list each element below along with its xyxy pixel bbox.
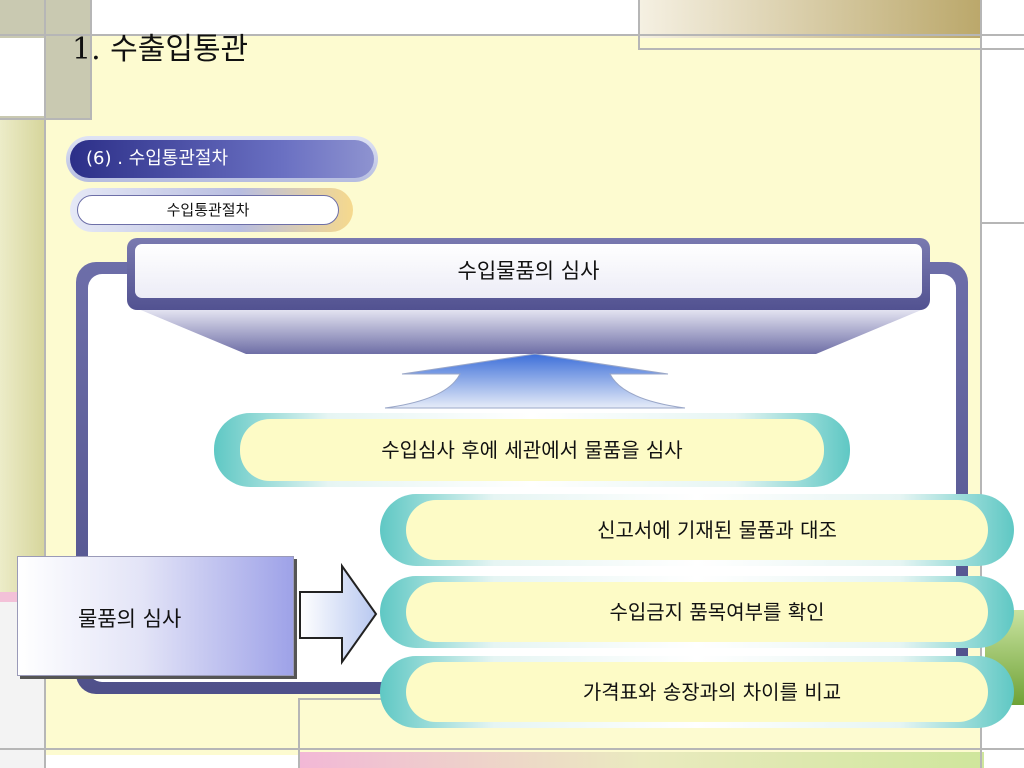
section-tab: (6) . 수입통관절차 [66,136,378,182]
step-pill: 수입심사 후에 세관에서 물품을 심사 [214,413,850,487]
side-label-box: 물품의 심사 [17,556,294,676]
corner-block-top-right [640,0,980,38]
grid-line [980,0,982,768]
diagram-header-box: 수입물품의 심사 [127,238,930,310]
grid-line [90,0,92,120]
grid-line [0,118,92,120]
subsection-tab: 수입통관절차 [70,188,353,232]
diagram-header-label: 수입물품의 심사 [135,244,922,298]
up-arrow-icon [384,353,686,409]
step-pill-label: 수입심사 후에 세관에서 물품을 심사 [240,419,824,481]
check-item-label: 가격표와 송장과의 차이를 비교 [406,662,988,722]
grid-line [0,748,1024,750]
funnel-shape [136,308,926,354]
section-tab-label: (6) . 수입통관절차 [70,140,374,178]
grid-line [44,0,46,768]
grid-line [640,48,1024,50]
bottom-gradient-strip [300,752,984,768]
grid-line [298,698,300,768]
check-item-pill: 신고서에 기재된 물품과 대조 [380,494,1014,566]
grid-line [982,222,1024,224]
check-item-pill: 가격표와 송장과의 차이를 비교 [380,656,1014,728]
subsection-tab-label: 수입통관절차 [77,195,339,225]
slide-title: 1. 수출입통관 [72,32,249,67]
check-item-label: 수입금지 품목여부를 확인 [406,582,988,642]
check-item-label: 신고서에 기재된 물품과 대조 [406,500,988,560]
right-arrow-icon [299,562,378,666]
left-decor-strip [0,120,45,595]
grid-line [0,34,1024,36]
side-label-text: 물품의 심사 [78,607,182,631]
grid-line [638,0,640,50]
corner-block-white [0,38,45,116]
check-item-pill: 수입금지 품목여부를 확인 [380,576,1014,648]
